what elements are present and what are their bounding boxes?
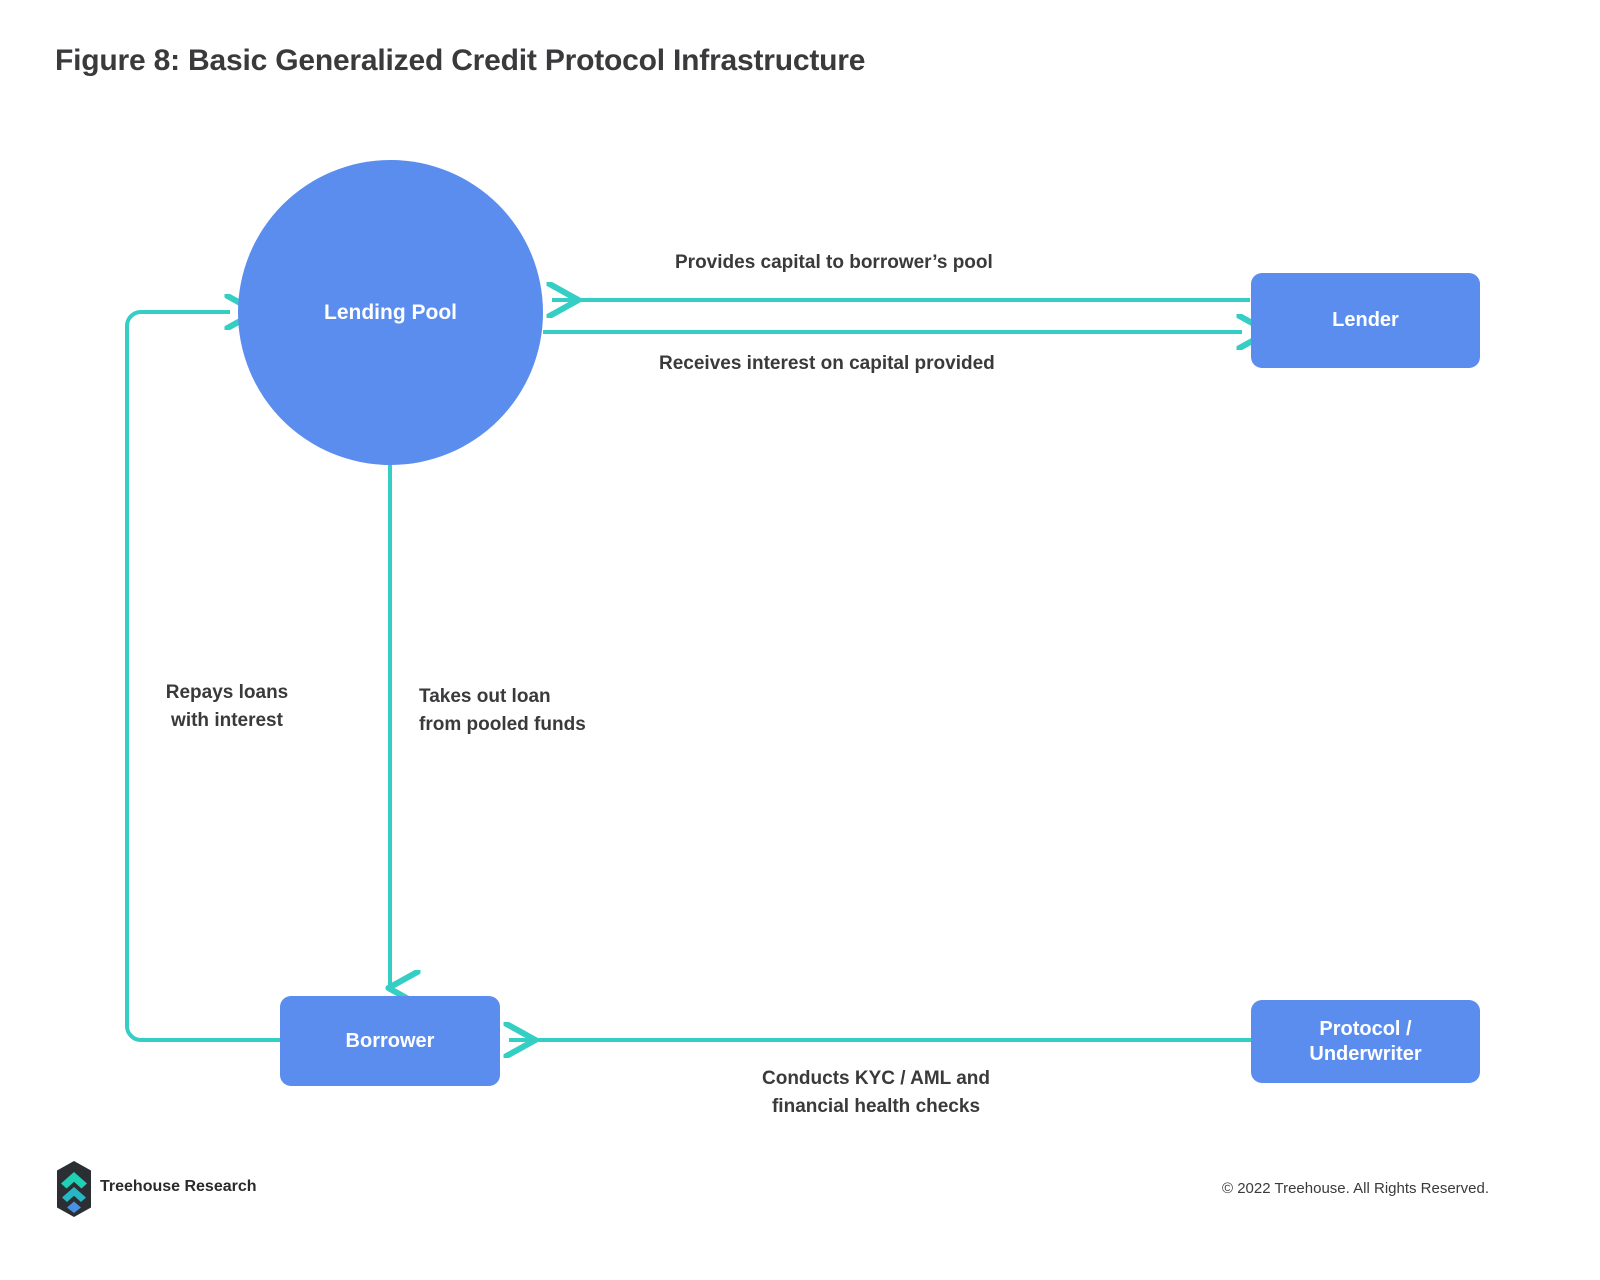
node-lending-pool-label: Lending Pool <box>324 300 457 324</box>
edge-label-lender-to-pool: Provides capital to borrower’s pool <box>675 252 993 273</box>
node-protocol-underwriter[interactable]: Protocol / Underwriter <box>1251 1000 1480 1083</box>
node-protocol-underwriter-label: Protocol / Underwriter <box>1309 1018 1422 1065</box>
figure-title: Figure 8: Basic Generalized Credit Proto… <box>55 44 866 77</box>
node-lender-label: Lender <box>1332 309 1399 332</box>
edge-label-borrower-to-pool: Repays loans with interest <box>165 682 289 731</box>
edge-label-pool-to-borrower: Takes out loan from pooled funds <box>419 686 586 735</box>
edge-label-protocol-to-borrower: Conducts KYC / AML and financial health … <box>762 1068 990 1117</box>
treehouse-chevron-logo-icon <box>57 1161 91 1217</box>
node-borrower-label: Borrower <box>345 1029 435 1052</box>
node-lender[interactable]: Lender <box>1251 273 1480 368</box>
edge-label-pool-to-lender: Receives interest on capital provided <box>659 353 995 374</box>
footer-brand-label: Treehouse Research <box>100 1178 257 1195</box>
footer-copyright: © 2022 Treehouse. All Rights Reserved. <box>1222 1180 1490 1197</box>
node-borrower[interactable]: Borrower <box>280 996 500 1086</box>
edge-borrower-to-pool <box>125 312 280 1042</box>
node-lending-pool[interactable]: Lending Pool <box>238 160 543 465</box>
